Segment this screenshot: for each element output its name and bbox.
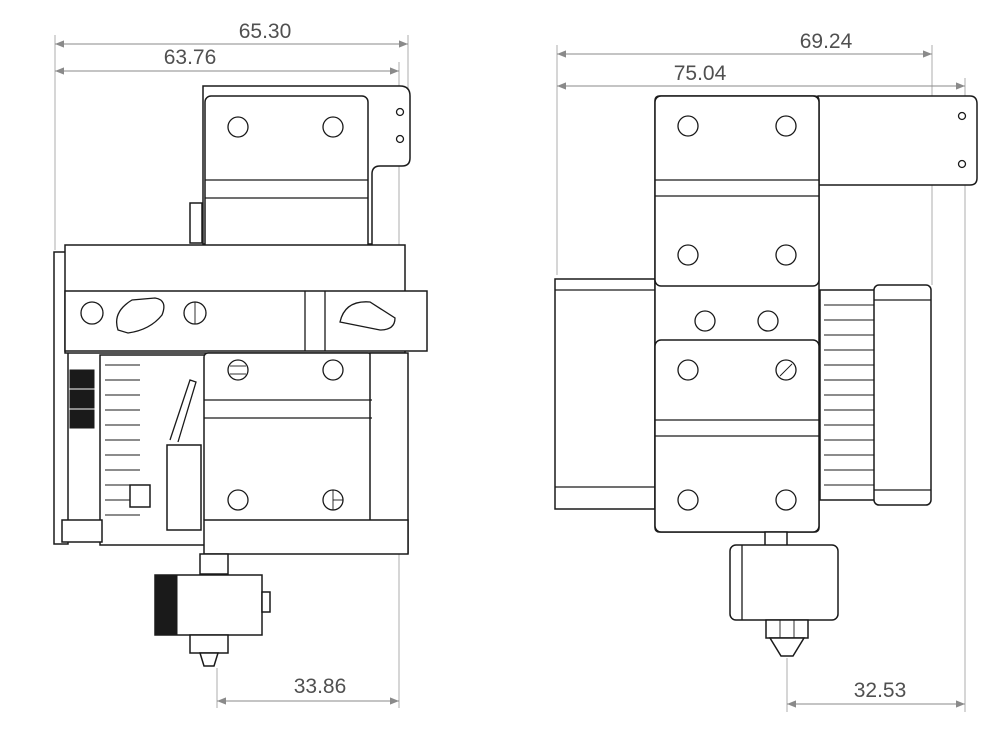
front-heatsink-fan: [819, 284, 932, 506]
side-body-width-label: 63.76: [164, 46, 217, 69]
side-view: 65.30 63.76: [53, 20, 428, 708]
front-mount-tab: [817, 95, 978, 186]
front-carriage: [654, 95, 820, 533]
side-nozzle-offset-dimension: 33.86: [216, 668, 399, 708]
side-nozzle-offset-label: 33.86: [294, 675, 347, 698]
front-hotend: [729, 531, 839, 657]
front-body-width-label: 75.04: [674, 62, 727, 85]
front-overall-width-label: 69.24: [800, 30, 853, 53]
front-nozzle-offset-label: 32.53: [854, 679, 907, 702]
side-clamp-bar: [64, 290, 428, 352]
side-overall-width-label: 65.30: [239, 20, 292, 43]
front-view: 69.24 75.04: [554, 30, 978, 712]
side-overall-width-dimension: 65.30: [54, 20, 409, 250]
side-lower-carriage: [166, 352, 409, 555]
front-nozzle-offset-dimension: 32.53: [786, 658, 965, 712]
front-motor: [554, 278, 656, 510]
side-hotend: [154, 553, 271, 667]
